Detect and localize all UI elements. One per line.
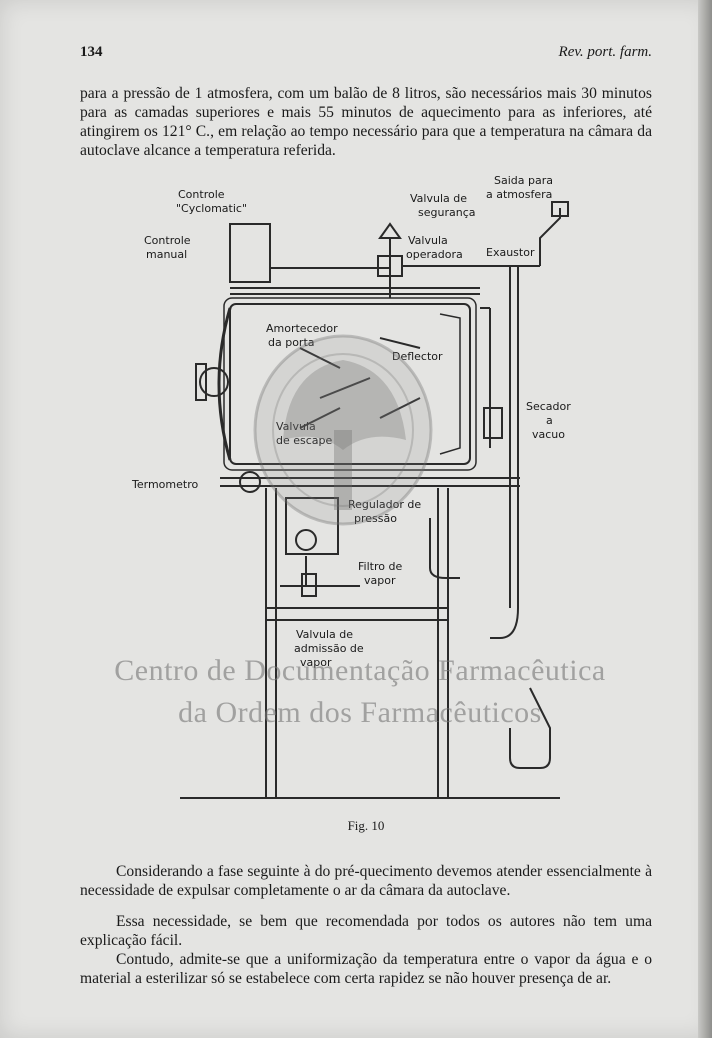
autoclave-diagram: Controle "Cyclomatic" Controle manual Va… — [131, 174, 571, 799]
label-termometro: Termometro — [131, 478, 198, 491]
label-valvula-seguranca: Valvula de — [410, 192, 467, 205]
label-seguranca: segurança — [418, 206, 475, 219]
label-da-porta: da porta — [268, 336, 315, 349]
page-header: 134 Rev. port. farm. — [80, 44, 652, 61]
label-manual: manual — [146, 248, 187, 261]
thermometer — [239, 471, 261, 493]
chamber-body — [229, 303, 471, 465]
label-deflector: Deflector — [392, 350, 443, 363]
page-number: 134 — [80, 44, 103, 60]
label-cyclomatic: "Cyclomatic" — [176, 202, 247, 215]
watermark-line-2: da Ordem dos Farmacêuticos — [178, 696, 542, 729]
label-filtro: Filtro de — [358, 560, 402, 573]
steam-filter — [301, 573, 317, 597]
label-saida: Saida para — [494, 174, 553, 187]
vacuum-dryer — [483, 407, 503, 439]
paragraph-4: Contudo, admite-se que a uniformização d… — [80, 951, 652, 987]
label-amortecedor: Amortecedor — [266, 322, 338, 335]
figure-caption: Fig. 10 — [347, 818, 385, 833]
label-controle-cyclomatic: Controle — [178, 188, 225, 201]
cyclomatic-box — [229, 223, 271, 283]
label-de-escape: de escape — [276, 434, 333, 447]
label-pressao: pressão — [354, 512, 397, 525]
watermark-line-1: Centro de Documentação Farmacêutica — [114, 654, 606, 687]
page-edge-shadow — [698, 0, 712, 1038]
label-valvula-operadora: Valvula — [408, 234, 448, 247]
safety-valve — [378, 222, 402, 239]
autoclave-figure: Controle "Cyclomatic" Controle manual Va… — [80, 168, 652, 808]
label-vapor-filtro: vapor — [364, 574, 396, 587]
door — [217, 307, 232, 461]
label-controle-manual: Controle — [144, 234, 191, 247]
label-atmosfera: a atmosfera — [486, 188, 552, 201]
label-vapor-admissao: vapor — [300, 656, 332, 669]
label-valvula-escape: Valvula — [276, 420, 316, 433]
paragraph-3: Essa necessidade, se bem que recomendada… — [80, 913, 652, 949]
paragraph-1: para a pressão de 1 atmosfera, com um ba… — [80, 85, 652, 159]
watermark-seal-icon — [253, 334, 433, 526]
label-vacuo: vacuo — [532, 428, 565, 441]
label-secador: Secador — [526, 400, 571, 413]
paragraph-2: Considerando a fase seguinte à do pré-qu… — [80, 863, 652, 899]
label-admissao: admissão de — [294, 642, 364, 655]
label-regulador: Regulador de — [348, 498, 421, 511]
pressure-regulator — [285, 497, 339, 555]
journal-title: Rev. port. farm. — [558, 44, 652, 60]
door-handle — [199, 367, 229, 397]
label-exaustor: Exaustor — [486, 246, 535, 259]
label-operadora: operadora — [406, 248, 463, 261]
label-secador-a: a — [546, 414, 553, 427]
label-valvula-admissao: Valvula de — [296, 628, 353, 641]
